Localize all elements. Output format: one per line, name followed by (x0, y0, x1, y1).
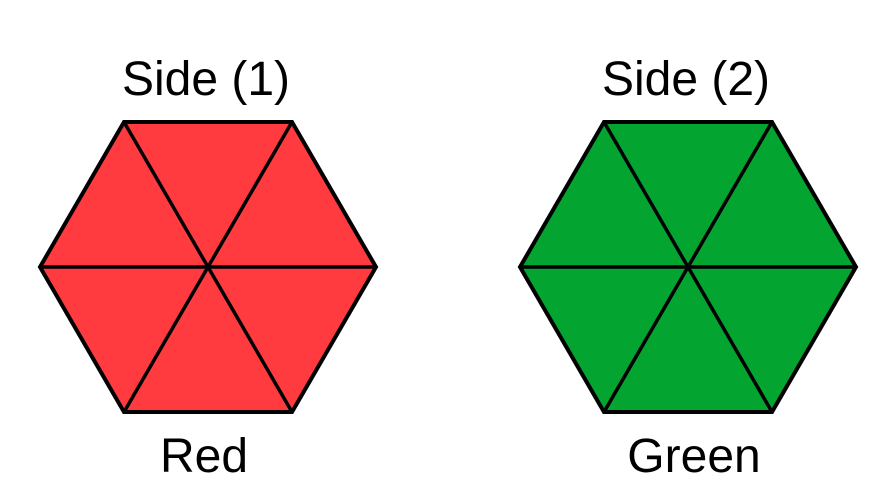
side-1-hexagon (37, 120, 379, 414)
side-2-title: Side (2) (602, 53, 770, 106)
side-1-title: Side (1) (122, 53, 290, 106)
side-1-panel: Side (1) Red (37, 53, 379, 483)
side-2-color-label: Green (627, 430, 760, 483)
side-2-hexagon (517, 120, 859, 414)
side-2-panel: Side (2) Green (517, 53, 859, 483)
side-1-color-label: Red (160, 430, 248, 483)
side-2-hexagon-outline (517, 120, 859, 414)
side-1-hexagon-outline (37, 120, 379, 414)
